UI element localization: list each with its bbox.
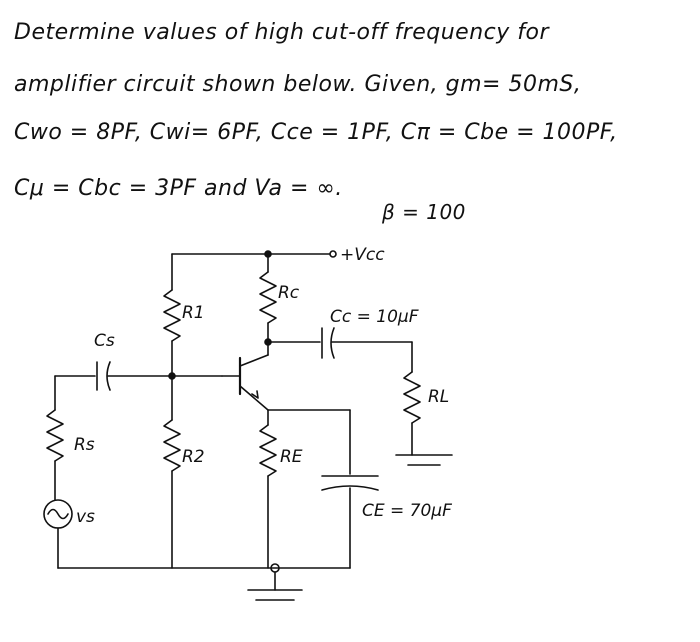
rc-label: Rc	[278, 283, 300, 303]
problem-line-1: Determine values of high cut-off frequen…	[14, 20, 550, 45]
vcc-label: +Vcc	[340, 245, 385, 265]
rl-label: RL	[428, 387, 449, 407]
rc-resistor	[259, 271, 277, 324]
problem-line-4: Cμ = Cbc = 3PF and Va = ∞.	[14, 176, 343, 201]
problem-line-2: amplifier circuit shown below. Given, gm…	[14, 72, 582, 97]
ce-label: CE = 70μF	[362, 501, 452, 521]
source-sine	[47, 508, 69, 520]
vcc-terminal	[329, 250, 337, 258]
re-resistor	[259, 424, 277, 477]
r1-label: R1	[182, 303, 205, 323]
rl-resistor	[403, 371, 421, 424]
rs-resistor	[46, 409, 64, 462]
cs-label: Cs	[94, 331, 115, 351]
r1-resistor	[163, 289, 181, 342]
cc-label: Cc = 10μF	[330, 307, 419, 327]
cc-plate-right	[330, 327, 335, 359]
beta-value: β = 100	[382, 200, 466, 224]
emitter-arrow	[251, 390, 259, 399]
problem-line-3: Cwo = 8PF, Cwi= 6PF, Cce = 1PF, Cπ = Cbe…	[14, 120, 618, 145]
r2-label: R2	[182, 447, 205, 467]
transistor-emitter	[239, 385, 269, 411]
r2-resistor	[163, 419, 181, 472]
source-label: vs	[76, 507, 95, 527]
rs-label: Rs	[74, 435, 95, 455]
transistor-collector	[239, 354, 269, 367]
re-label: RE	[280, 447, 303, 467]
ce-plate-bottom	[321, 485, 379, 491]
cs-plate-right	[106, 361, 111, 391]
